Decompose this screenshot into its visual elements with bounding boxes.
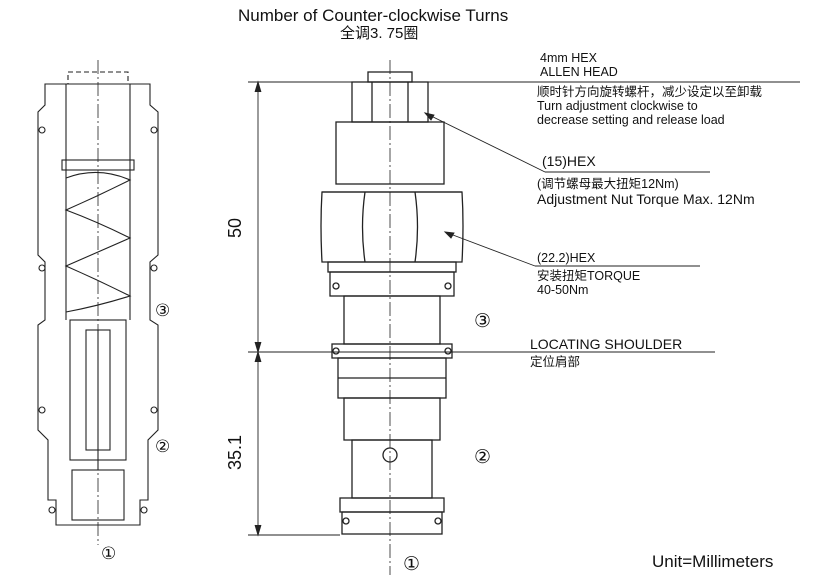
callout-line: 40-50Nm xyxy=(537,282,589,297)
callout-line: 顺时针方向旋转螺杆，减少设定以至卸载 xyxy=(537,85,763,99)
callout-line: decrease setting and release load xyxy=(537,112,725,127)
spring-icon xyxy=(64,171,132,313)
callout-line: Turn adjustment clockwise to xyxy=(537,98,698,113)
cartridge-section xyxy=(37,71,159,526)
dimension-upper: 50 xyxy=(225,217,245,238)
adjust-direction-callout: 顺时针方向旋转螺杆，减少设定以至卸载 Turn adjustment clock… xyxy=(537,85,763,127)
port-2-left: ② xyxy=(155,437,171,456)
hex22-label: (22.2)HEX xyxy=(537,251,596,265)
allen-head-callout: 4mm HEX ALLEN HEAD xyxy=(540,51,618,80)
callout-line: Adjustment Nut Torque Max. 12Nm xyxy=(537,190,755,207)
port-3-left: ③ xyxy=(155,301,171,320)
callout-line: 4mm HEX xyxy=(540,51,597,65)
shoulder-label-cn: 定位肩部 xyxy=(530,355,581,369)
hex15-label: (15)HEX xyxy=(542,153,596,169)
diagram-title: Number of Counter-clockwise Turns xyxy=(238,6,509,25)
port-2-right: ② xyxy=(474,447,492,468)
seal-rings xyxy=(38,126,158,514)
leader-lines xyxy=(423,112,710,267)
port-1-right: ① xyxy=(403,554,421,575)
diagram-subtitle: 全调3. 75圈 xyxy=(340,25,419,42)
callout-line: (调节螺母最大扭矩12Nm) xyxy=(537,177,679,191)
cartridge-exterior xyxy=(320,71,464,535)
port-3-right: ③ xyxy=(474,311,492,332)
callout-line: 安装扭矩TORQUE xyxy=(537,269,641,283)
shoulder-label: LOCATING SHOULDER xyxy=(530,336,683,352)
port-1-left: ① xyxy=(101,544,117,563)
dimension-lines xyxy=(248,80,800,537)
dimension-lower: 35.1 xyxy=(225,434,245,470)
hex22-callout: 安装扭矩TORQUE 40-50Nm xyxy=(537,269,641,298)
hex15-callout: (调节螺母最大扭矩12Nm) Adjustment Nut Torque Max… xyxy=(537,177,755,207)
unit-label: Unit=Millimeters xyxy=(652,552,774,571)
callout-line: ALLEN HEAD xyxy=(540,64,618,79)
